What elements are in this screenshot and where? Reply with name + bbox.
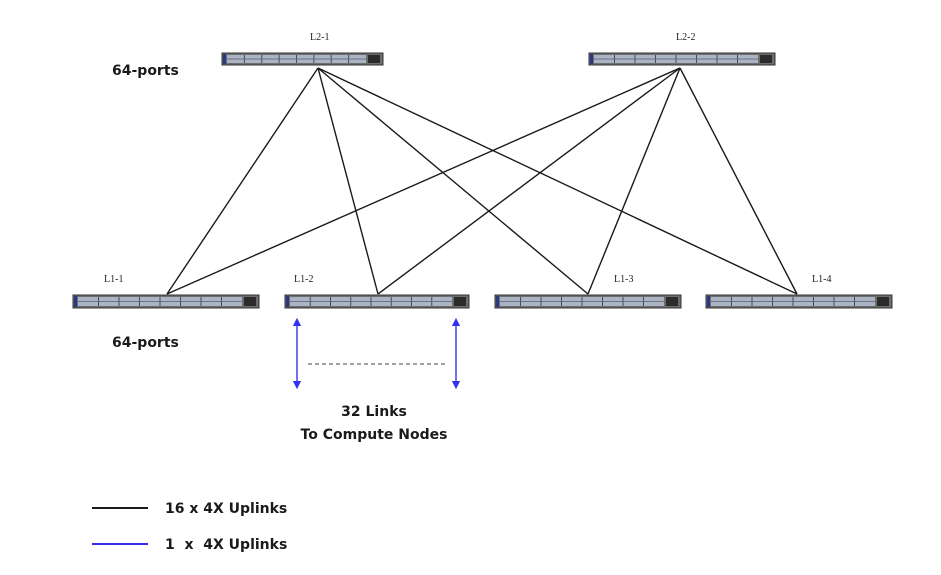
compute-links-count: 32 Links [341,404,407,420]
compute-links-target: To Compute Nodes [301,427,448,443]
switch-label-l1-4: L1-4 [812,274,831,285]
switch-l1-2 [284,294,470,309]
switch-label-l2-2: L2-2 [676,32,695,43]
uplink-l2-1-to-l1-4 [317,67,798,295]
switch-l1-3 [494,294,682,309]
spine-ports-label: 64-ports [112,63,179,79]
switch-label-l2-1: L2-1 [310,32,329,43]
leaf-ports-label: 64-ports [112,335,179,351]
uplink-lines [166,67,798,295]
switch-l2-2 [588,52,776,66]
uplink-l2-2-to-l1-2 [377,67,681,295]
legend-blue-label: 1 x 4X Uplinks [165,537,287,553]
uplink-l2-2-to-l1-3 [587,67,681,295]
switch-l1-4 [705,294,893,309]
legend-black-label: 16 x 4X Uplinks [165,501,287,517]
switches-group [72,52,893,309]
switch-l1-1 [72,294,260,309]
switch-l2-1 [221,52,384,66]
switch-label-l1-1: L1-1 [104,274,123,285]
uplink-l2-2-to-l1-1 [166,67,681,295]
switch-label-l1-3: L1-3 [614,274,633,285]
uplink-l2-1-to-l1-2 [317,67,379,295]
legend: 16 x 4X Uplinks 1 x 4X Uplinks [92,501,287,553]
uplink-l2-1-to-l1-1 [166,67,319,295]
uplink-l2-1-to-l1-3 [317,67,589,295]
uplink-l2-2-to-l1-4 [679,67,798,295]
switch-label-l1-2: L1-2 [294,274,313,285]
